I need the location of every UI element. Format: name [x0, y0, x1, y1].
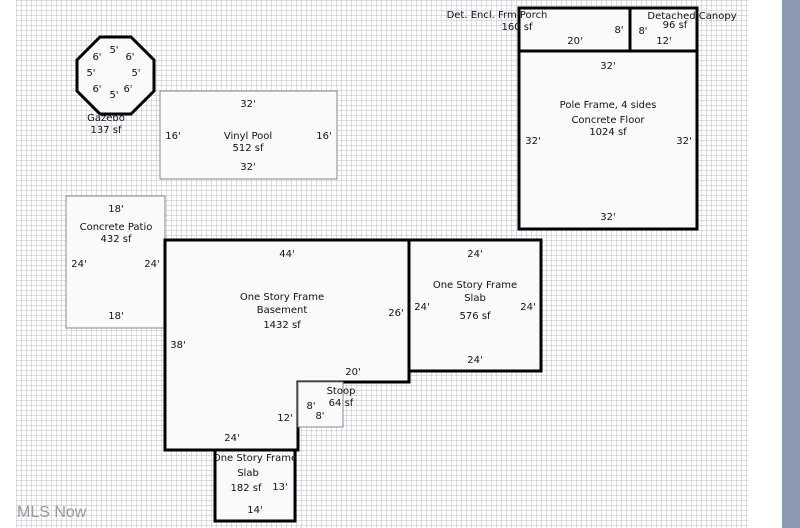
dimension-label: 32' [600, 61, 615, 72]
dimension-label: 16' [165, 131, 180, 142]
dimension-label: 44' [279, 249, 294, 260]
dimension-label: 32' [240, 99, 255, 110]
dimension-label: 6' [92, 52, 101, 63]
area-size: 1432 sf [263, 320, 301, 331]
dimension-label: 8' [614, 25, 623, 36]
area-size: 96 sf [663, 20, 688, 31]
area-name: One Story Frame [433, 280, 517, 291]
area-size: 137 sf [91, 125, 122, 136]
area-name: Stoop [327, 386, 356, 397]
dimension-label: 38' [170, 340, 185, 351]
dimension-label: 5' [86, 68, 95, 79]
pole-frame-group: Det. Encl. Frm Porch 160 sf 8' 20' Detac… [447, 6, 737, 231]
mls-watermark: MLS Now [17, 504, 87, 521]
porch-shape [517, 6, 632, 53]
dimension-label: 5' [131, 68, 140, 79]
dimension-label: 24' [71, 259, 86, 270]
area-name: Slab [464, 293, 486, 304]
dimension-label: 12' [656, 36, 671, 47]
slab-bottom-shape [213, 448, 297, 523]
canopy-shape [628, 6, 699, 53]
area-size: 160 sf [502, 22, 533, 33]
area-name: One Story Frame [213, 453, 297, 464]
vinyl-pool: 32' 16' Vinyl Pool 512 sf 16' 32' [159, 90, 338, 180]
dimension-label: 32' [676, 136, 691, 147]
slab-right-shape [407, 238, 543, 373]
area-name: Concrete Floor [571, 115, 645, 126]
area-name: Slab [237, 468, 259, 479]
dimension-label: 6' [125, 52, 134, 63]
area-size: 182 sf [231, 483, 262, 494]
dimension-label: 32' [600, 212, 615, 223]
dimension-label: 5' [109, 45, 118, 56]
dimension-label: 20' [345, 367, 360, 378]
dimension-label: 6' [92, 84, 101, 95]
dimension-label: 24' [467, 355, 482, 366]
one-story-slab-right: 24' One Story Frame Slab 24' 24' 576 sf … [407, 238, 543, 373]
scrollbar[interactable] [782, 0, 800, 528]
dimension-label: 24' [414, 302, 429, 313]
concrete-patio: 18' Concrete Patio 432 sf 24' 24' 18' [65, 195, 166, 329]
one-story-basement: 44' One Story Frame Basement 1432 sf 26'… [163, 238, 411, 452]
pool-shape [159, 90, 338, 180]
dimension-label: 20' [567, 36, 582, 47]
dimension-label: 18' [108, 311, 123, 322]
area-size: 64 sf [329, 398, 354, 409]
area-size: 432 sf [101, 234, 132, 245]
area-name: Vinyl Pool [224, 131, 272, 142]
area-size: 1024 sf [589, 127, 627, 138]
pole-frame-shape [517, 49, 699, 231]
dimension-label: 32' [240, 162, 255, 173]
dimension-label: 24' [467, 249, 482, 260]
stoop: Stoop 64 sf 8' 8' [297, 381, 356, 428]
dimension-label: 18' [108, 204, 123, 215]
dimension-label: 14' [247, 505, 262, 516]
gazebo: 5' 6' 5' 6' 5' 6' 5' 6' Gazebo 137 sf [75, 35, 156, 136]
dimension-label: 8' [638, 26, 647, 37]
dimension-label: 12' [277, 413, 292, 424]
area-size: 576 sf [460, 311, 491, 322]
dimension-label: 24' [144, 259, 159, 270]
dimension-label: 13' [272, 482, 287, 493]
area-size: 512 sf [233, 143, 264, 154]
one-story-slab-bottom: One Story Frame Slab 182 sf 13' 14' [213, 448, 297, 523]
gazebo-shape [75, 35, 156, 116]
dimension-label: 32' [525, 136, 540, 147]
patio-shape [65, 195, 166, 329]
area-name: Gazebo [87, 113, 125, 124]
dimension-label: 24' [224, 433, 239, 444]
area-name: Det. Encl. Frm Porch [447, 10, 548, 21]
dimension-label: 8' [306, 401, 315, 412]
dimension-label: 5' [109, 90, 118, 101]
dimension-label: 24' [520, 302, 535, 313]
area-name: Pole Frame, 4 sides [560, 100, 657, 111]
dimension-label: 16' [316, 131, 331, 142]
dimension-label: 26' [388, 308, 403, 319]
area-name: One Story Frame [240, 292, 324, 303]
area-name: Basement [257, 305, 308, 316]
dimension-label: 6' [123, 84, 132, 95]
dimension-label: 8' [315, 411, 324, 422]
stoop-shape [297, 381, 344, 428]
area-name: Detached Canopy [647, 11, 736, 22]
area-name: Concrete Patio [80, 222, 153, 233]
